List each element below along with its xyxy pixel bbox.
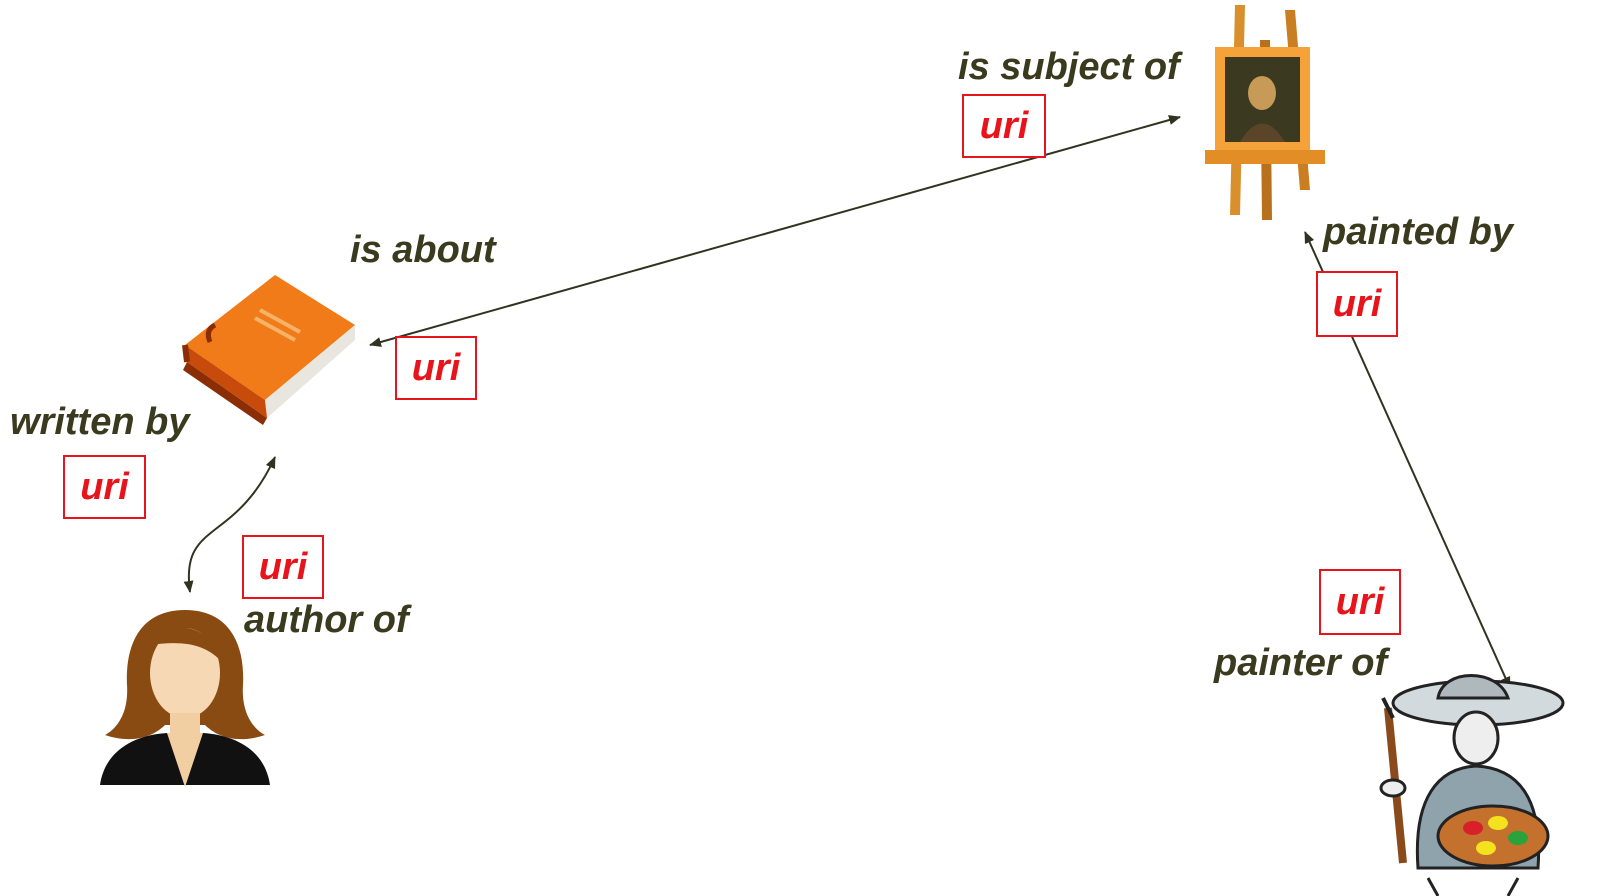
author-of-uri-box: uri: [242, 535, 324, 599]
is-about-label: is about: [350, 229, 496, 271]
book-icon: [182, 275, 355, 425]
easel-painting-icon: [1205, 5, 1325, 220]
author-of-label: author of: [244, 599, 409, 641]
painted-by-uri-box: uri: [1316, 271, 1398, 337]
is-about-uri-box: uri: [395, 336, 477, 400]
painter-icon: [1379, 674, 1565, 896]
painted-by-label: painted by: [1323, 211, 1514, 253]
written-by-label: written by: [10, 401, 190, 443]
painter-of-label: painter of: [1214, 642, 1388, 684]
written-by-uri-box: uri: [63, 455, 146, 519]
painter-of-uri-box: uri: [1319, 569, 1401, 635]
arrow-author-to-book: [187, 456, 276, 593]
is-subject-of-uri-box: uri: [962, 94, 1046, 158]
is-subject-of-label: is subject of: [958, 46, 1180, 88]
woman-author-icon: [100, 610, 270, 787]
